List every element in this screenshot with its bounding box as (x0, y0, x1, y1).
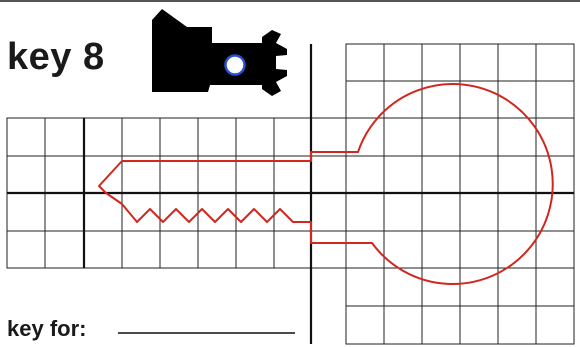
lock-icon (152, 9, 287, 96)
key-for-label: key for: (7, 316, 87, 341)
card-title: key 8 (7, 36, 105, 78)
key-outline (98, 83, 554, 285)
bold-axes (7, 44, 574, 344)
